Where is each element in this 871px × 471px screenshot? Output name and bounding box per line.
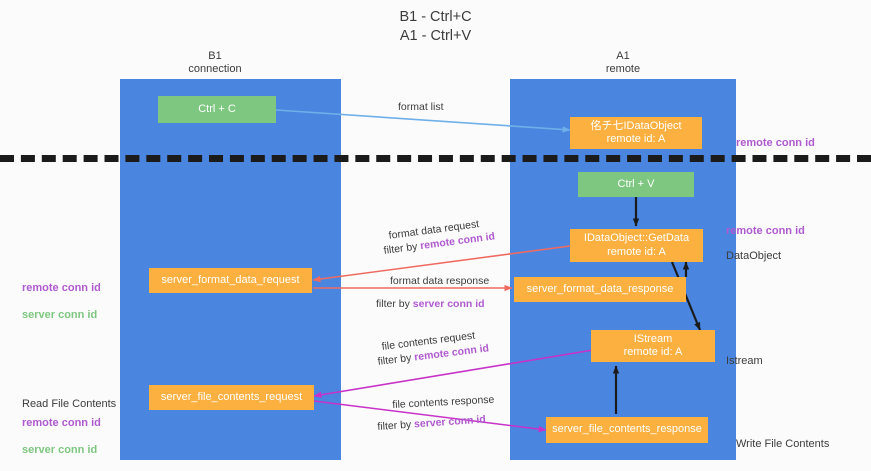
phase-divider [0,155,871,162]
label-left-server-conn-id: server conn id [22,308,98,321]
label-write-file-contents: Write File Contents [736,424,829,451]
label-right-remote-conn-id-top-text: remote conn id [736,136,815,149]
label-write-file-contents-text: Write File Contents [736,437,830,450]
box-istream-line1: IStream [633,332,673,345]
annotation-filter-prefix-2: filter by [376,298,413,310]
box-ctrl-v-label: Ctrl + V [617,177,655,190]
annotation-format-list: format list [398,101,444,114]
left-lane-header: B1 connection [188,50,242,75]
annotation-file-contents-response: file contents response [392,394,495,412]
box-server-format-data-response-label: server_format_data_response [526,282,674,295]
box-server-file-contents-request[interactable]: server_file_contents_request [149,385,314,410]
annotation-filter-key-server-1: server conn id [412,298,485,310]
annotation-filter-prefix-4: filter by [377,418,415,433]
label-istream: Istream [726,341,763,368]
label-left-remote-conn-id-2: remote conn id [22,416,101,429]
diagram-title: B1 - Ctrl+C A1 - Ctrl+V [399,9,472,44]
label-left-server-conn-id-2: server conn id [22,443,98,456]
box-getdata[interactable]: IDataObject::GetData remote id: A [570,229,703,262]
box-idataobject[interactable]: 佲チ七IDataObject remote id: A [570,117,702,149]
box-server-file-contents-response-label: server_file_contents_response [552,423,702,436]
label-left-conn-ids-2: remote conn id server conn id [22,403,101,471]
label-istream-text: Istream [726,354,763,367]
box-getdata-line2: remote id: A [607,245,666,258]
label-dataobject-text: DataObject [726,249,782,262]
box-idataobject-line1: 佲チ七IDataObject [590,119,682,132]
box-istream-line2: remote id: A [623,346,683,358]
annotation-file-contents-response-filter: filter by server conn id [377,413,486,434]
box-server-format-data-response[interactable]: server_format_data_response [514,277,686,302]
box-server-format-data-request-label: server_format_data_request [161,273,300,286]
box-ctrl-c-label: Ctrl + C [198,102,236,115]
box-idataobject-line2: remote id: A [606,133,666,145]
label-right-remote-conn-id-mid: remote conn id [726,211,805,238]
label-right-remote-conn-id-mid-text: remote conn id [726,224,805,237]
annotation-format-data-response: format data response [390,275,489,288]
annotation-format-list-text: format list [398,101,444,113]
label-left-remote-conn-id: remote conn id [22,281,101,294]
box-server-format-data-request[interactable]: server_format_data_request [149,268,312,293]
annotation-format-data-response-filter: filter by server conn id [376,298,485,311]
label-left-read-file-contents-group: Read File Contents [22,384,116,425]
right-lane-header: A1 remote [605,50,641,75]
annotation-filter-key-server-2: server conn id [413,413,487,431]
label-dataobject: DataObject [726,236,781,263]
label-read-file-contents: Read File Contents [22,397,117,410]
box-ctrl-c[interactable]: Ctrl + C [158,96,276,123]
box-getdata-line1: IDataObject::GetData [583,232,690,244]
box-ctrl-v[interactable]: Ctrl + V [578,172,694,197]
label-right-remote-conn-id-top: remote conn id [736,123,815,150]
box-istream[interactable]: IStream remote id: A [591,330,715,362]
annotation-file-contents-response-text: file contents response [392,393,495,411]
annotation-filter-prefix-3: filter by [377,351,415,368]
box-server-file-contents-response[interactable]: server_file_contents_response [546,417,708,443]
label-left-conn-ids: remote conn id server conn id [22,268,101,336]
box-server-file-contents-request-label: server_file_contents_request [160,390,303,403]
annotation-format-data-response-text: format data response [390,275,490,287]
